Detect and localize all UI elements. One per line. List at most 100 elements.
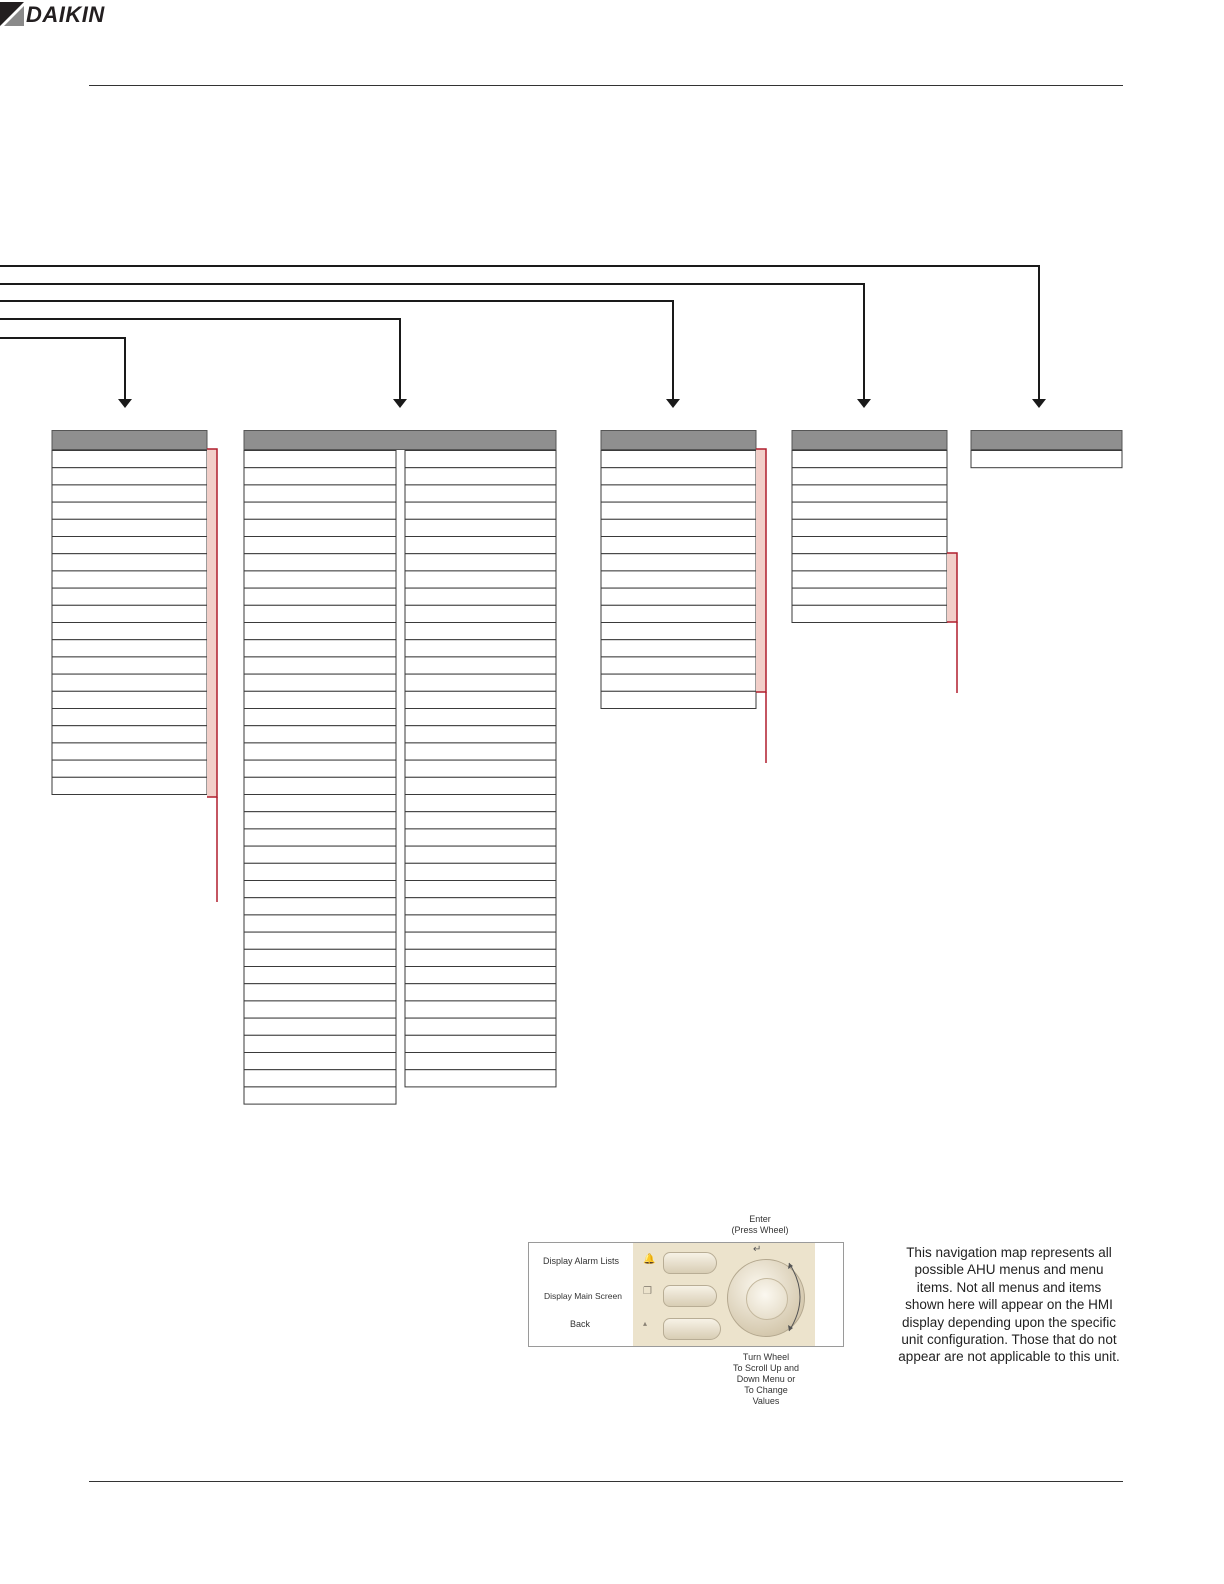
menu-1-item	[51, 570, 208, 589]
menu-2-left-item	[243, 1000, 397, 1019]
menu-2-right-item	[404, 794, 557, 813]
menu-2-left-item	[243, 828, 397, 847]
turn-line-3: Down Menu or	[736, 1374, 796, 1384]
menu-3-item	[600, 570, 757, 589]
menu-2-left-item	[243, 1086, 397, 1105]
menu-2-right-item	[404, 570, 557, 589]
menu-2-right-item	[404, 742, 557, 761]
menu-5-header	[970, 430, 1123, 450]
connector-line-5	[0, 265, 1040, 400]
menu-1-item	[51, 518, 208, 537]
menu-2-left-item	[243, 897, 397, 916]
menu-2-left-item	[243, 553, 397, 572]
menu-2-left-item	[243, 742, 397, 761]
turn-line-4: To Change	[744, 1385, 788, 1395]
menu-2-right-item	[404, 880, 557, 899]
menu-3-header	[600, 430, 757, 450]
menu-5-item	[970, 450, 1123, 469]
logo-mark-icon	[0, 2, 24, 26]
header-rule	[89, 85, 1123, 86]
menu-2-right-item	[404, 862, 557, 881]
menu-2-right-item	[404, 690, 557, 709]
main-screen-label: Display Main Screen	[544, 1291, 622, 1301]
menu-2-right-item	[404, 518, 557, 537]
turn-wheel-callout: Turn Wheel To Scroll Up and Down Menu or…	[716, 1352, 816, 1407]
menu-3-item	[600, 484, 757, 503]
menu-4-item	[791, 450, 948, 469]
menu-4-item	[791, 587, 948, 606]
menu-3-bracket-fill	[756, 449, 766, 692]
menu-2-right-item	[404, 536, 557, 555]
menu-2-left-item	[243, 656, 397, 675]
back-arrow-icon: ▴	[643, 1319, 648, 1328]
connector-line-4	[0, 283, 865, 400]
menu-3-item	[600, 536, 757, 555]
menu-4-item	[791, 484, 948, 503]
menu-2-left-item	[243, 639, 397, 658]
menu-2-right-item	[404, 1052, 557, 1071]
menu-4-item	[791, 501, 948, 520]
menu-2-header	[243, 430, 557, 450]
menu-2-right-item	[404, 656, 557, 675]
screens-icon: ❐	[643, 1286, 652, 1297]
menu-1-item	[51, 725, 208, 744]
alarm-list-button[interactable]	[663, 1252, 717, 1274]
menu-2-left-item	[243, 948, 397, 967]
menu-4-item	[791, 518, 948, 537]
menu-2-right-item	[404, 467, 557, 486]
menu-2-left-item	[243, 1052, 397, 1071]
turn-line-5: Values	[752, 1396, 780, 1406]
menu-2-right-item	[404, 828, 557, 847]
menu-1-item	[51, 553, 208, 572]
menu-2-left-item	[243, 484, 397, 503]
menu-3-item	[600, 587, 757, 606]
menu-1-item	[51, 639, 208, 658]
menu-1-item	[51, 656, 208, 675]
menu-1-item	[51, 467, 208, 486]
menu-1-item	[51, 501, 208, 520]
navigation-wheel[interactable]	[727, 1259, 805, 1337]
main-screen-button[interactable]	[663, 1285, 717, 1307]
menu-1-item	[51, 759, 208, 778]
menu-2-left-item	[243, 759, 397, 778]
menu-2-right-item	[404, 673, 557, 692]
menu-2-left-item	[243, 1034, 397, 1054]
menu-2-left-item	[243, 983, 397, 1002]
menu-2-left-item	[243, 501, 397, 520]
menu-1-item	[51, 484, 208, 503]
menu-2-right-item	[404, 948, 557, 967]
menu-2-right-item	[404, 450, 557, 469]
menu-3-item	[600, 622, 757, 641]
connector-arrow-5	[1032, 399, 1046, 408]
menu-2-left-item	[243, 690, 397, 709]
bell-icon: 🔔	[643, 1254, 656, 1265]
menu-2-left-item	[243, 467, 397, 486]
navigation-note: This navigation map represents all possi…	[898, 1245, 1120, 1365]
wheel-center[interactable]	[746, 1278, 788, 1320]
menu-2-right-item	[404, 622, 557, 641]
menu-2-right-item	[404, 1069, 557, 1088]
menu-4-bracket	[947, 552, 958, 623]
menu-2-left-item	[243, 708, 397, 727]
menu-3-item	[600, 501, 757, 520]
connector-line-1	[0, 337, 126, 400]
menu-2-left-item	[243, 725, 397, 744]
menu-1-bracket-fill	[207, 449, 217, 797]
menu-2-right-item	[404, 983, 557, 1002]
menu-4-item	[791, 553, 948, 572]
menu-2-right-item	[404, 776, 557, 795]
menu-4-header	[791, 430, 948, 450]
menu-2-right-item	[404, 1034, 557, 1054]
menu-2-left-item	[243, 587, 397, 606]
menu-2-left-item	[243, 604, 397, 623]
daikin-logo: DAIKIN	[0, 0, 140, 30]
menu-2-left-item	[243, 1017, 397, 1036]
back-label: Back	[570, 1319, 591, 1329]
back-button[interactable]	[663, 1318, 721, 1340]
menu-2-right-item	[404, 639, 557, 658]
menu-1-item	[51, 708, 208, 727]
connector-line-2	[0, 318, 401, 400]
press-wheel-label: (Press Wheel)	[731, 1225, 789, 1235]
menu-2-right-item	[404, 1000, 557, 1019]
menu-2-left-item	[243, 518, 397, 537]
